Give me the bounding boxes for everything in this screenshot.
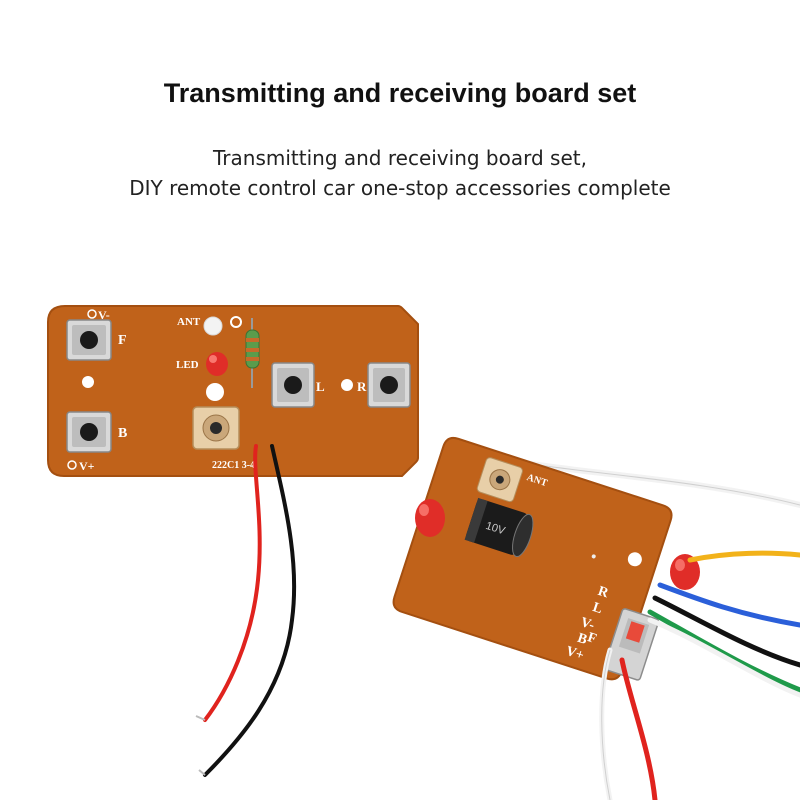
transmitter-pcb <box>47 305 419 477</box>
receiver-label-l: L <box>591 600 605 617</box>
receiver-via <box>591 554 596 559</box>
v-minus-marker <box>87 309 97 319</box>
capacitor: 10V <box>464 497 534 558</box>
label-right: R <box>357 379 367 394</box>
forward-button <box>66 319 112 361</box>
receiver-led-right <box>670 554 700 590</box>
transmitter-red-wire <box>203 444 262 722</box>
capacitor-label: 10V <box>484 520 507 538</box>
receiver-board: ANT 10V R L V- B V+ F <box>392 436 800 800</box>
right-button <box>367 362 411 408</box>
transmitter-black-wire <box>203 444 297 777</box>
mounting-hole <box>82 376 94 388</box>
receiver-trimmer-coil <box>476 457 523 503</box>
receiver-white-wire-top-outline <box>524 462 800 506</box>
inductor <box>245 318 260 388</box>
label-v-plus: V+ <box>79 459 95 473</box>
transmitter-board: V- F B V+ ANT LED L R 222C1 3-4 <box>47 305 419 777</box>
antenna-hole <box>230 316 242 328</box>
receiver-black-wire <box>652 595 800 668</box>
label-forward: F <box>118 333 127 348</box>
receiver-label-v-minus: V- <box>578 615 596 634</box>
trimmer-coil <box>192 406 240 450</box>
receiver-yellow-wire <box>687 550 800 563</box>
black-wire-tip <box>198 769 206 776</box>
red-wire-tip <box>195 715 206 721</box>
antenna-pad <box>203 316 223 336</box>
receiver-pcb <box>392 436 673 681</box>
receiver-label-v-plus: V+ <box>564 644 586 664</box>
label-part-number: 222C1 3-4 <box>212 460 255 471</box>
label-back: B <box>118 426 127 441</box>
receiver-white-wire-right <box>647 617 800 698</box>
label-ant: ANT <box>177 316 201 328</box>
subtitle-line-1: Transmitting and receiving board set, <box>213 146 587 170</box>
transmitter-led <box>206 352 228 376</box>
receiver-label-b: B <box>575 631 589 648</box>
v-plus-marker <box>67 460 77 470</box>
mounting-hole <box>341 379 353 391</box>
receiver-red-wire <box>619 657 658 800</box>
slide-switch <box>603 608 660 681</box>
label-led: LED <box>176 359 199 371</box>
left-button <box>271 362 315 408</box>
page-subtitle: Transmitting and receiving board set, DI… <box>0 143 800 203</box>
mounting-hole <box>206 383 224 401</box>
back-button <box>66 411 112 453</box>
label-left: L <box>316 379 325 394</box>
receiver-mounting-hole <box>627 552 642 567</box>
page-title: Transmitting and receiving board set <box>163 78 637 108</box>
label-v-minus: V- <box>98 308 110 322</box>
subtitle-line-2: DIY remote control car one-stop accessor… <box>129 176 671 200</box>
receiver-blue-wire <box>657 582 800 628</box>
receiver-led-left <box>415 499 445 537</box>
receiver-white-wire-down-outline <box>601 649 611 800</box>
receiver-green-wire <box>647 609 800 693</box>
